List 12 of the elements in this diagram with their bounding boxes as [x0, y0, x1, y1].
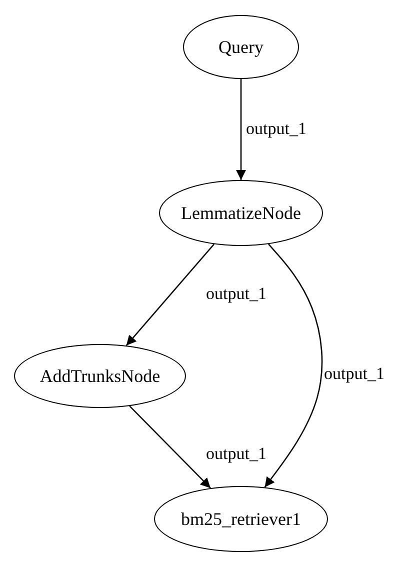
edge-label: output_1	[245, 120, 308, 139]
edge-label: output_1	[205, 285, 268, 304]
node-label: Query	[218, 36, 264, 58]
node-label: LemmatizeNode	[181, 202, 301, 224]
arrow	[236, 79, 246, 180]
node-label: AddTrunksNode	[40, 366, 160, 386]
edge-label: output_1	[323, 365, 386, 384]
arrow	[129, 406, 211, 489]
arrow	[264, 244, 323, 488]
edge-label: output_1	[205, 445, 268, 464]
node-label: bm25_retriever1	[181, 508, 301, 530]
arrow	[126, 244, 215, 346]
